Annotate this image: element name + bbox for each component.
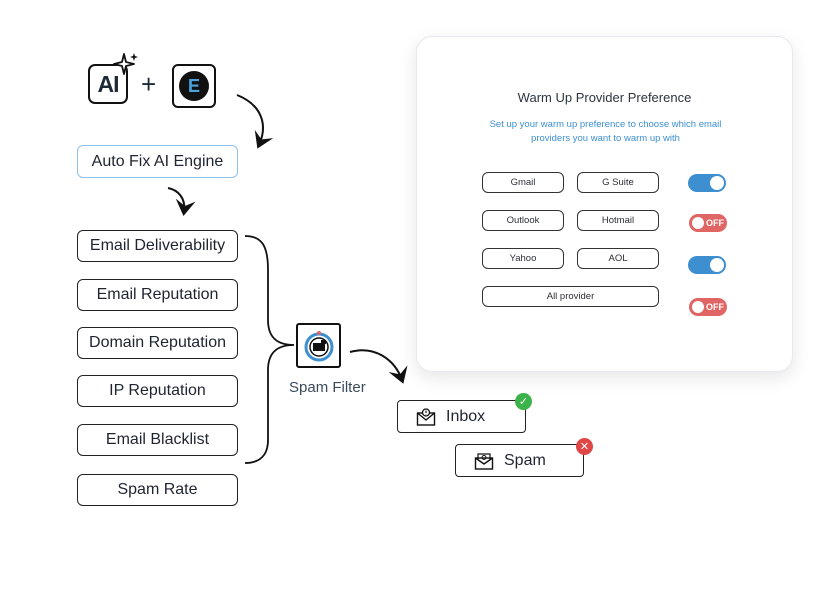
inbox-envelope-icon: [416, 407, 436, 426]
spam-envelope-icon: [474, 452, 494, 470]
factor-ip-reputation: IP Reputation: [77, 375, 238, 407]
bracket-connector: [244, 235, 295, 464]
error-x-icon: ✕: [576, 438, 593, 455]
provider-gmail[interactable]: Gmail: [482, 172, 564, 193]
spam-outcome: Spam: [455, 444, 584, 477]
factor-spam-rate: Spam Rate: [77, 474, 238, 506]
toggle-outlook-hotmail[interactable]: OFF: [689, 214, 727, 232]
spam-label: Spam: [504, 451, 546, 469]
toggle-off-label: OFF: [706, 302, 724, 312]
factor-domain-reputation: Domain Reputation: [77, 327, 238, 359]
provider-hotmail[interactable]: Hotmail: [577, 210, 659, 231]
provider-gsuite[interactable]: G Suite: [577, 172, 659, 193]
factor-email-blacklist: Email Blacklist: [77, 424, 238, 456]
provider-all[interactable]: All provider: [482, 286, 659, 307]
provider-yahoo[interactable]: Yahoo: [482, 248, 564, 269]
toggle-gmail-gsuite[interactable]: [688, 174, 726, 192]
sparkle-icon: [113, 53, 138, 75]
toggle-off-label: OFF: [706, 218, 724, 228]
arrow-filter-to-outcomes: [349, 349, 408, 384]
factor-email-deliverability: Email Deliverability: [77, 230, 238, 262]
panel-title: Warm Up Provider Preference: [517, 90, 692, 105]
provider-outlook[interactable]: Outlook: [482, 210, 564, 231]
inbox-label: Inbox: [446, 407, 486, 425]
spam-filter-label: Spam Filter: [289, 379, 366, 396]
brand-logo-letter: E: [179, 71, 209, 101]
plus-sign: +: [141, 69, 157, 99]
arrow-logos-to-engine: [236, 94, 274, 149]
toggle-all-provider[interactable]: OFF: [689, 298, 727, 316]
arrow-engine-to-factors: [167, 187, 196, 216]
inbox-outcome: Inbox: [397, 400, 526, 433]
panel-subtitle: Set up your warm up preference to choose…: [489, 119, 722, 144]
factor-email-reputation: Email Reputation: [77, 279, 238, 311]
warmup-preference-panel: Warm Up Provider Preference Set up your …: [416, 36, 793, 372]
provider-aol[interactable]: AOL: [577, 248, 659, 269]
ai-icon: AI: [88, 64, 128, 104]
toggle-yahoo-aol[interactable]: [688, 256, 726, 274]
success-check-icon: ✓: [515, 393, 532, 410]
auto-fix-engine-box: Auto Fix AI Engine: [77, 145, 238, 178]
spam-filter-icon: [296, 323, 341, 368]
brand-logo-icon: E: [172, 64, 216, 108]
ai-icon-text: AI: [97, 70, 120, 97]
